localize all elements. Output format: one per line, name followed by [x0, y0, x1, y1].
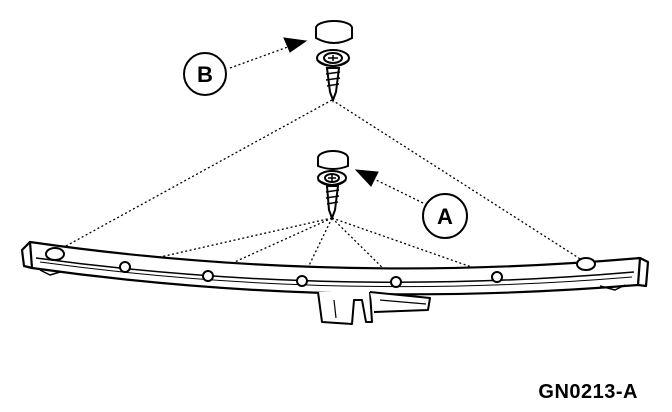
- leader-lines-b: [54, 99, 586, 263]
- screw-b: [315, 20, 353, 103]
- hole-5: [491, 271, 503, 283]
- rail-holes: [45, 247, 596, 288]
- callout-b: B: [183, 37, 308, 96]
- hole-outer-right: [576, 257, 596, 271]
- hole-4: [390, 276, 402, 288]
- center-clip: [317, 291, 431, 325]
- hole-outer-left: [45, 247, 65, 261]
- callout-a-label: A: [437, 204, 453, 229]
- callout-b-circle: [183, 52, 227, 96]
- callout-a-circle: [422, 193, 468, 239]
- callout-b-label: B: [197, 62, 213, 87]
- callout-a: A: [354, 169, 468, 239]
- wiper-rail: [20, 240, 650, 296]
- hole-1: [119, 261, 131, 273]
- screw-a: [317, 150, 349, 221]
- figure-code: GN0213-A: [538, 381, 638, 403]
- hole-3: [296, 275, 308, 287]
- hole-2: [202, 270, 214, 282]
